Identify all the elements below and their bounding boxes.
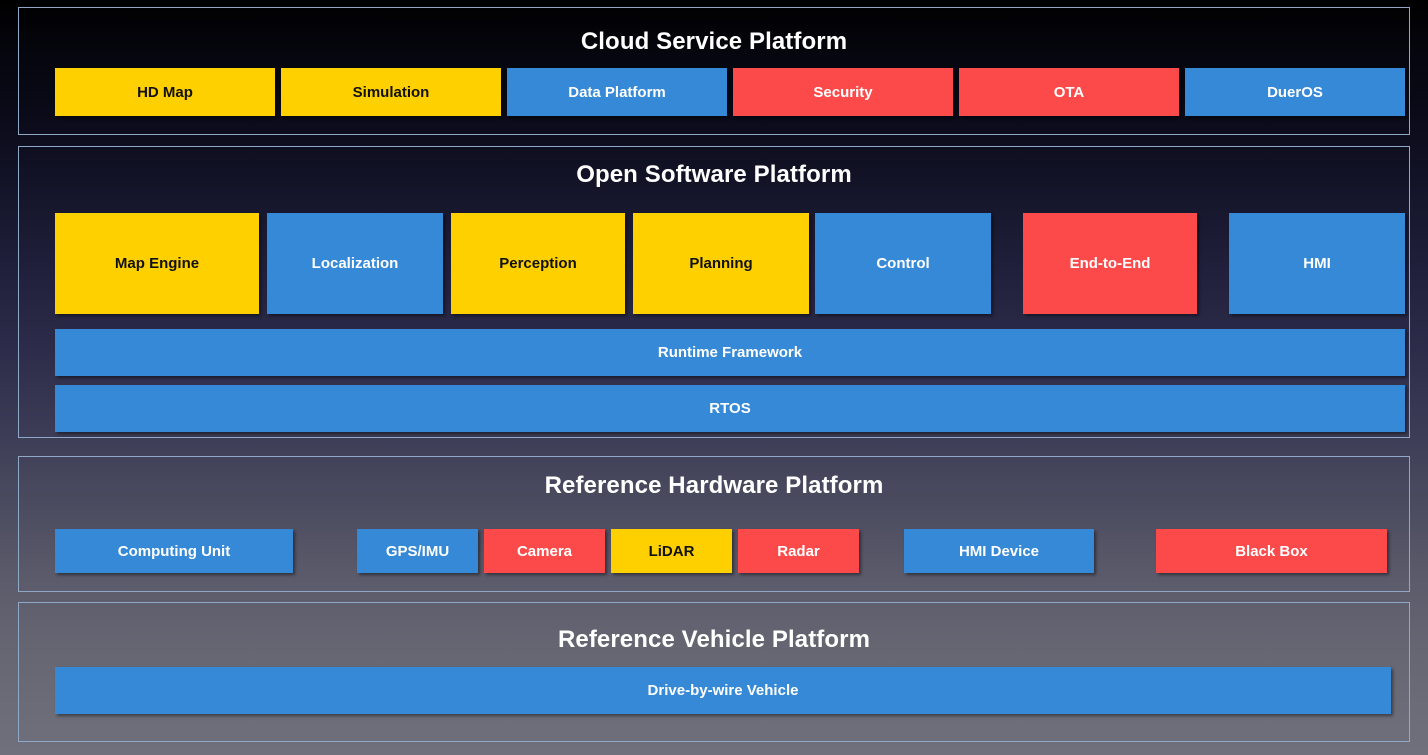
- module-label: OTA: [1053, 83, 1085, 101]
- module-label: Simulation: [352, 83, 430, 101]
- module-label: Map Engine: [114, 255, 200, 272]
- module-label: Control: [876, 255, 930, 272]
- module-map-engine[interactable]: Map Engine: [55, 213, 259, 314]
- module-label: DuerOS: [1267, 83, 1323, 101]
- module-hmi-device[interactable]: HMI Device: [904, 529, 1094, 573]
- module-label: Perception: [499, 255, 577, 272]
- module-label: HMI Device: [958, 542, 1040, 560]
- module-label: Localization: [311, 255, 399, 272]
- layer-title-software: Open Software Platform: [576, 161, 852, 188]
- module-label: HMI: [1303, 255, 1331, 272]
- layer-title-hardware: Reference Hardware Platform: [544, 472, 884, 499]
- module-label: GPS/IMU: [385, 542, 450, 560]
- module-label: HD Map: [137, 83, 193, 101]
- module-label: LiDAR: [648, 542, 695, 560]
- module-hd-map[interactable]: HD Map: [55, 68, 275, 116]
- module-simulation[interactable]: Simulation: [281, 68, 501, 116]
- layer-title-cloud: Cloud Service Platform: [580, 28, 848, 55]
- bar-label: Drive-by-wire Vehicle: [647, 682, 799, 699]
- module-lidar[interactable]: LiDAR: [611, 529, 732, 573]
- layer-reference-hardware-platform: Reference Hardware Platform Computing Un…: [18, 456, 1410, 592]
- module-label: Planning: [689, 255, 753, 272]
- module-planning[interactable]: Planning: [633, 213, 809, 314]
- bar-runtime-framework[interactable]: Runtime Framework: [55, 329, 1405, 376]
- module-label: Camera: [516, 542, 573, 560]
- module-end-to-end[interactable]: End-to-End: [1023, 213, 1197, 314]
- module-perception[interactable]: Perception: [451, 213, 625, 314]
- layer-reference-vehicle-platform: Reference Vehicle Platform Drive-by-wire…: [18, 602, 1410, 742]
- layer-open-software-platform: Open Software Platform Map Engine Locali…: [18, 146, 1410, 438]
- module-data-platform[interactable]: Data Platform: [507, 68, 727, 116]
- bar-label: Runtime Framework: [657, 344, 803, 361]
- module-ota[interactable]: OTA: [959, 68, 1179, 116]
- module-security[interactable]: Security: [733, 68, 953, 116]
- module-control[interactable]: Control: [815, 213, 991, 314]
- module-label: Data Platform: [568, 83, 666, 101]
- module-radar[interactable]: Radar: [738, 529, 859, 573]
- module-dueros[interactable]: DuerOS: [1185, 68, 1405, 116]
- bar-rtos[interactable]: RTOS: [55, 385, 1405, 432]
- module-label: End-to-End: [1069, 255, 1151, 272]
- module-camera[interactable]: Camera: [484, 529, 605, 573]
- module-black-box[interactable]: Black Box: [1156, 529, 1387, 573]
- bar-label: RTOS: [709, 400, 751, 417]
- module-label: Black Box: [1235, 542, 1308, 560]
- bar-drive-by-wire-vehicle[interactable]: Drive-by-wire Vehicle: [55, 667, 1391, 714]
- layer-title-vehicle: Reference Vehicle Platform: [557, 626, 871, 653]
- module-localization[interactable]: Localization: [267, 213, 443, 314]
- module-hmi[interactable]: HMI: [1229, 213, 1405, 314]
- module-computing-unit[interactable]: Computing Unit: [55, 529, 293, 573]
- module-gps-imu[interactable]: GPS/IMU: [357, 529, 478, 573]
- module-label: Security: [813, 83, 873, 101]
- module-label: Computing Unit: [117, 542, 231, 560]
- layer-cloud-service-platform: Cloud Service Platform HD Map Simulation…: [18, 7, 1410, 135]
- module-label: Radar: [777, 542, 820, 560]
